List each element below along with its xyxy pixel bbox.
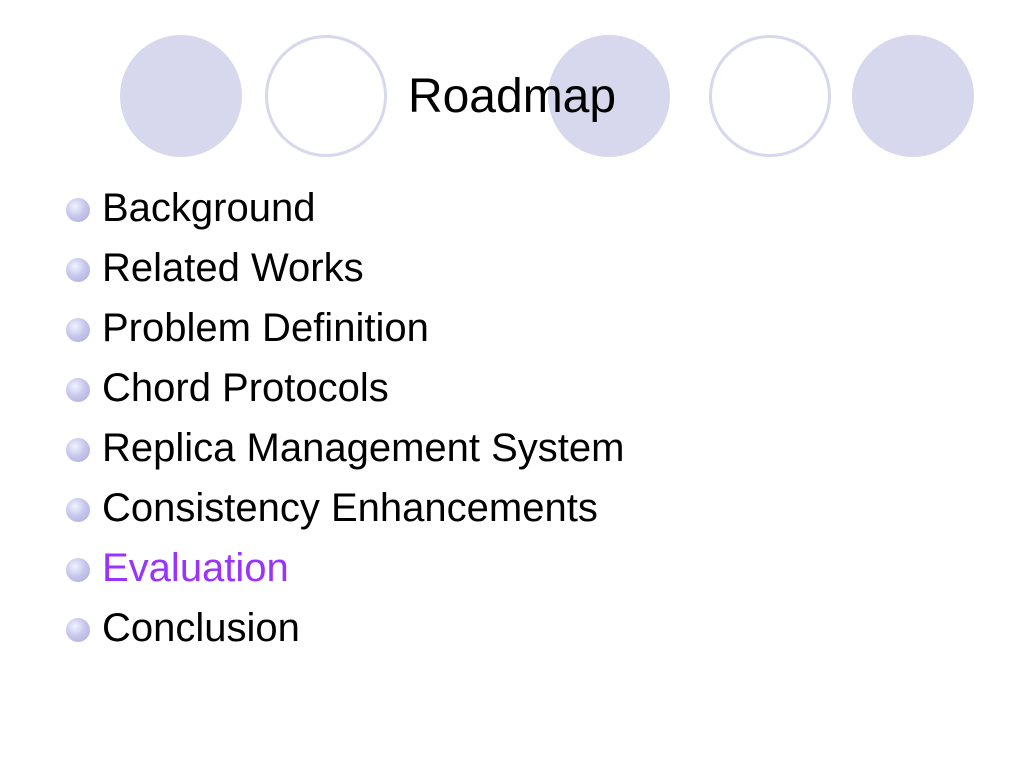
list-item: Related Works — [66, 242, 624, 302]
list-item: Chord Protocols — [66, 362, 624, 422]
bullet-circle-icon — [66, 438, 90, 462]
list-item: Conclusion — [66, 602, 624, 662]
list-item-label: Chord Protocols — [102, 366, 389, 410]
list-item-label: Conclusion — [102, 606, 300, 650]
list-item: Problem Definition — [66, 302, 624, 362]
list-item-label: Consistency Enhancements — [102, 486, 598, 530]
decorative-circle-outline — [265, 35, 387, 157]
bullet-circle-icon — [66, 498, 90, 522]
bullet-circle-icon — [66, 558, 90, 582]
list-item: Replica Management System — [66, 422, 624, 482]
decorative-circle-filled — [852, 35, 974, 157]
decorative-circle-filled — [548, 35, 670, 157]
bullet-circle-icon — [66, 198, 90, 222]
list-item-label: Background — [102, 186, 316, 230]
list-item-label-current: Evaluation — [102, 546, 289, 590]
list-item-label: Replica Management System — [102, 426, 625, 470]
list-item: Background — [66, 182, 624, 242]
bullet-circle-icon — [66, 318, 90, 342]
list-item-label: Problem Definition — [102, 306, 429, 350]
bullet-circle-icon — [66, 618, 90, 642]
bullet-list: Background Related Works Problem Definit… — [66, 182, 624, 662]
slide-title: Roadmap — [407, 70, 617, 123]
list-item: Evaluation — [66, 542, 624, 602]
decorative-circle-outline — [709, 35, 831, 157]
bullet-circle-icon — [66, 378, 90, 402]
decorative-circle-filled — [120, 35, 242, 157]
bullet-circle-icon — [66, 258, 90, 282]
list-item-label: Related Works — [102, 246, 364, 290]
list-item: Consistency Enhancements — [66, 482, 624, 542]
